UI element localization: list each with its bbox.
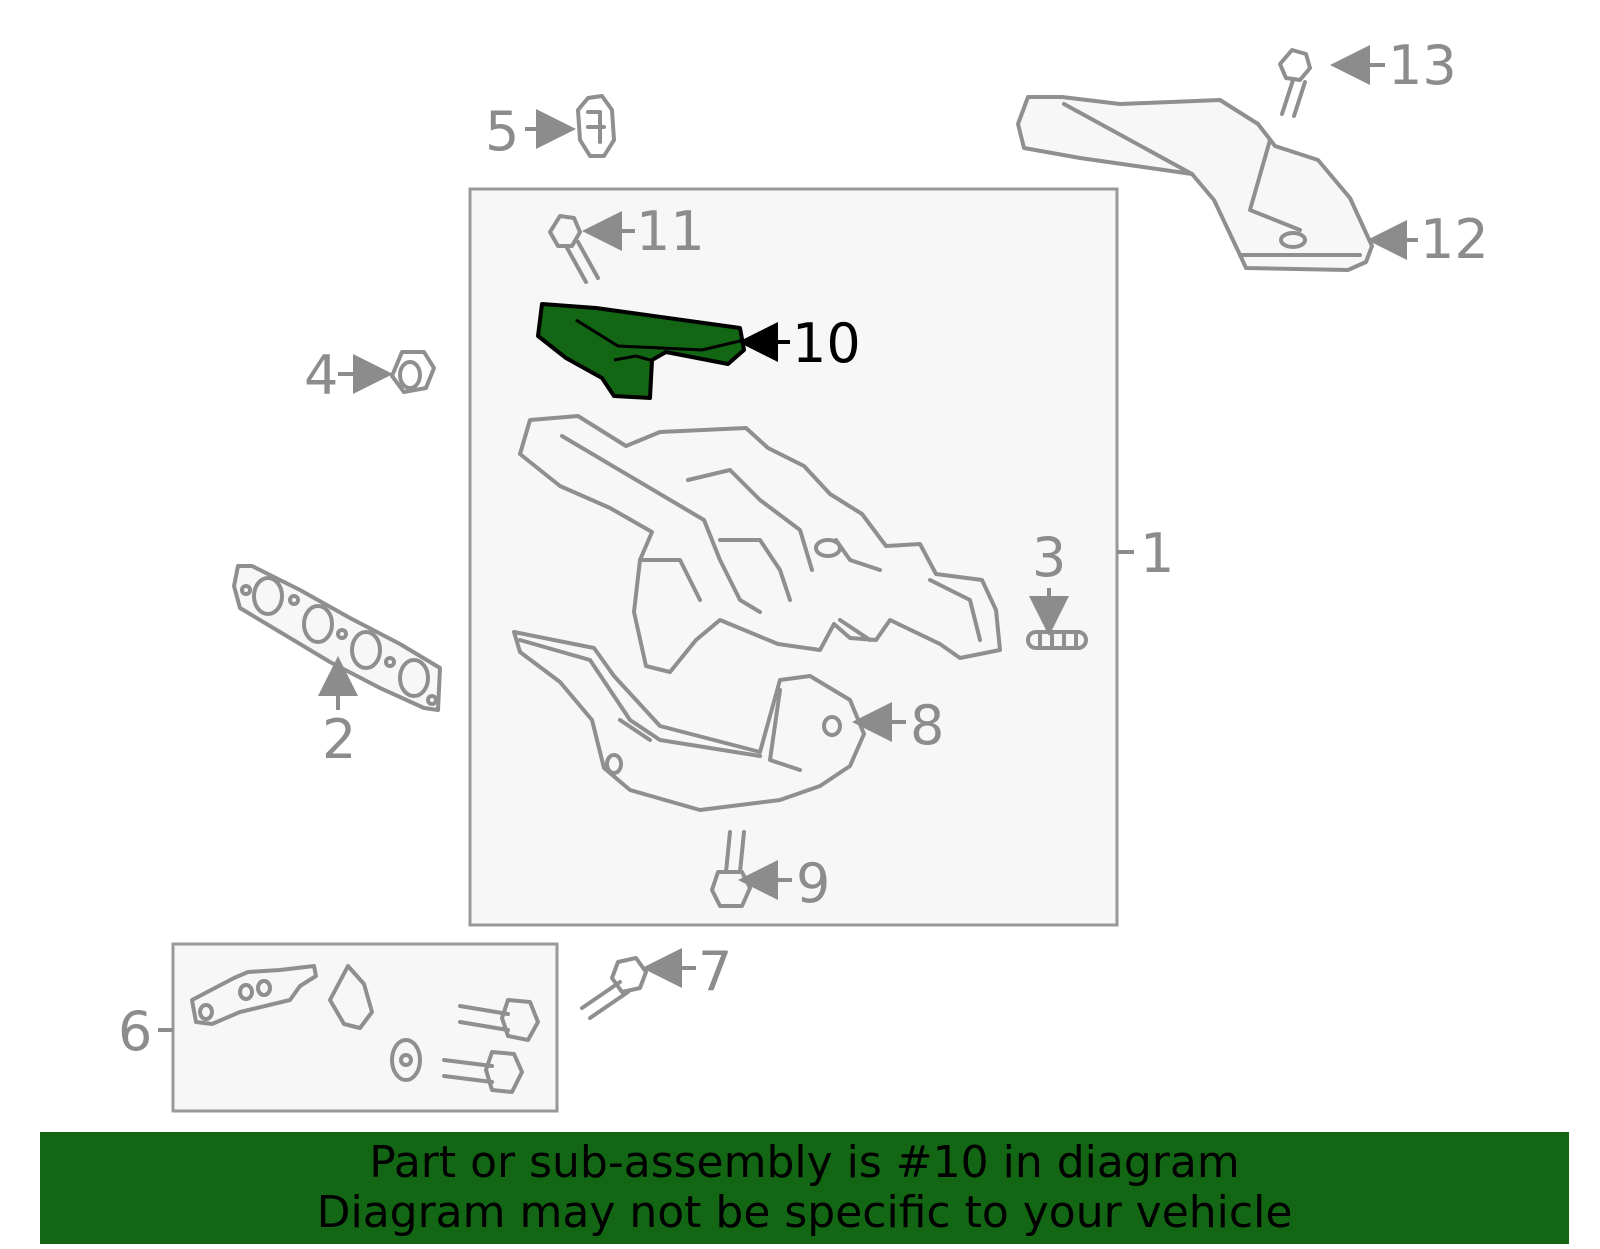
banner-line-1: Part or sub-assembly is #10 in diagram <box>369 1137 1240 1188</box>
banner-line-2: Diagram may not be specific to your vehi… <box>316 1187 1293 1238</box>
part-12-heat-shield-icon[interactable] <box>1016 95 1374 272</box>
callout-12: 12 <box>1420 208 1489 271</box>
callout-11: 11 <box>636 200 705 263</box>
callout-5: 5 <box>485 100 519 163</box>
callout-10: 10 <box>792 312 861 375</box>
callout-4: 4 <box>304 344 338 407</box>
callout-2: 2 <box>322 708 356 771</box>
callout-3: 3 <box>1032 526 1066 589</box>
part-13-bolt-icon[interactable] <box>1278 48 1312 118</box>
callout-9: 9 <box>796 852 830 915</box>
part-5-nut-icon[interactable] <box>576 94 616 158</box>
callout-6: 6 <box>118 1000 152 1063</box>
part-6-kit-icon[interactable] <box>190 964 540 1094</box>
part-2-gasket-icon[interactable] <box>232 564 442 712</box>
part-11-bolt-icon[interactable] <box>548 214 600 284</box>
callout-7: 7 <box>698 940 732 1003</box>
part-7-bolt-icon[interactable] <box>580 956 648 1020</box>
callout-1: 1 <box>1140 522 1174 585</box>
part-4-nut-icon[interactable] <box>390 350 436 394</box>
exhaust-manifold-icon[interactable] <box>518 414 1002 674</box>
callout-13: 13 <box>1388 34 1457 97</box>
callout-8: 8 <box>910 694 944 757</box>
part-8-heat-insulator-icon[interactable] <box>512 630 866 812</box>
info-banner: Part or sub-assembly is #10 in diagram D… <box>40 1132 1569 1244</box>
